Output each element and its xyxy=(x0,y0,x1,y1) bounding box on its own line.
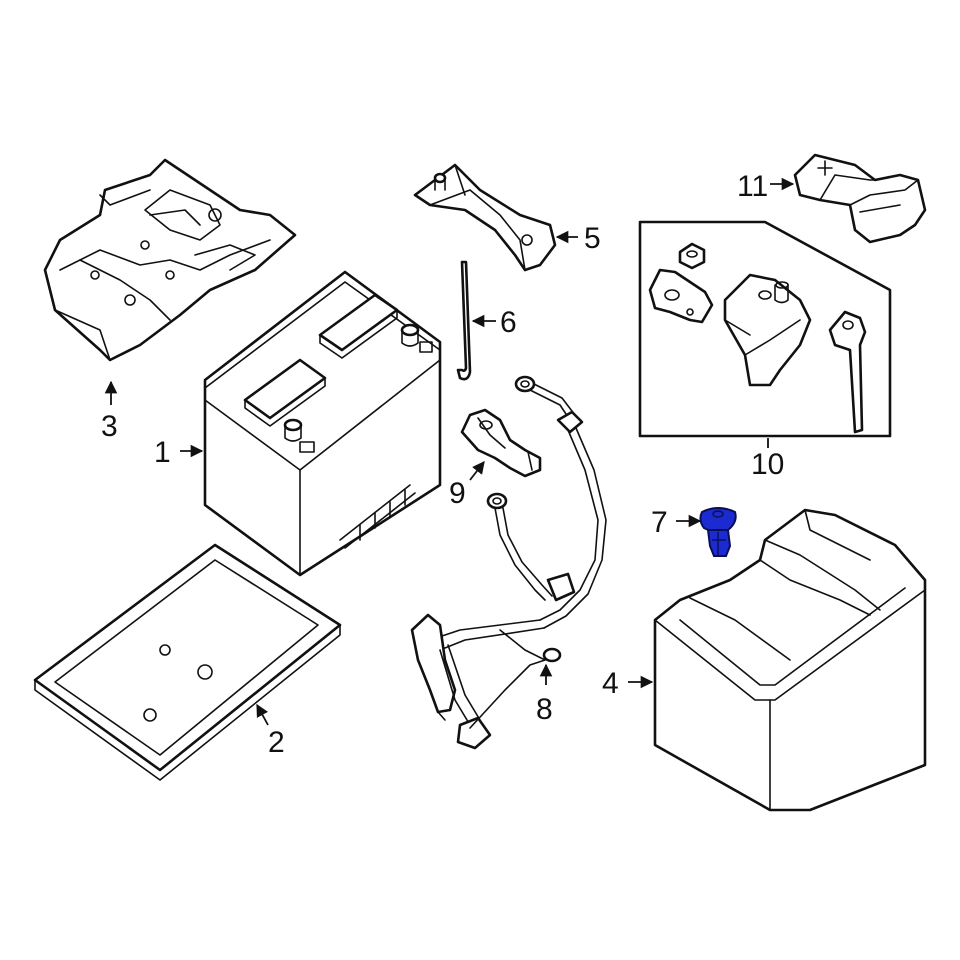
leader-lines xyxy=(104,177,795,726)
callout-1: 1 xyxy=(154,436,171,469)
callout-4: 4 xyxy=(602,667,619,700)
callout-3: 3 xyxy=(101,410,118,443)
callout-5: 5 xyxy=(584,222,601,255)
part-5-hold-down-clamp[interactable] xyxy=(413,163,557,272)
callout-11: 11 xyxy=(737,170,768,203)
part-7-retainer-clip[interactable] xyxy=(699,507,737,557)
part-11-terminal-cover[interactable] xyxy=(793,153,927,244)
part-3-battery-support-bracket[interactable] xyxy=(43,158,297,362)
callout-8: 8 xyxy=(536,693,553,726)
callout-labels: 1 2 3 4 5 6 7 8 9 10 11 xyxy=(101,170,784,759)
part-8-battery-cable[interactable] xyxy=(410,375,607,750)
leader-9 xyxy=(469,461,485,481)
part-9-terminal-clamp[interactable] xyxy=(460,408,542,478)
leader-2 xyxy=(256,703,269,726)
callout-7: 7 xyxy=(651,506,668,539)
part-1-battery[interactable] xyxy=(203,270,442,577)
callout-10: 10 xyxy=(751,448,784,481)
part-6-hold-down-rod[interactable] xyxy=(456,260,472,381)
callout-9: 9 xyxy=(449,477,466,510)
callout-6: 6 xyxy=(500,306,517,339)
part-2-tray-pad[interactable] xyxy=(33,543,342,781)
part-4-battery-box[interactable] xyxy=(653,508,927,812)
callout-2: 2 xyxy=(268,726,285,759)
part-10-terminal-kit[interactable] xyxy=(638,220,892,438)
